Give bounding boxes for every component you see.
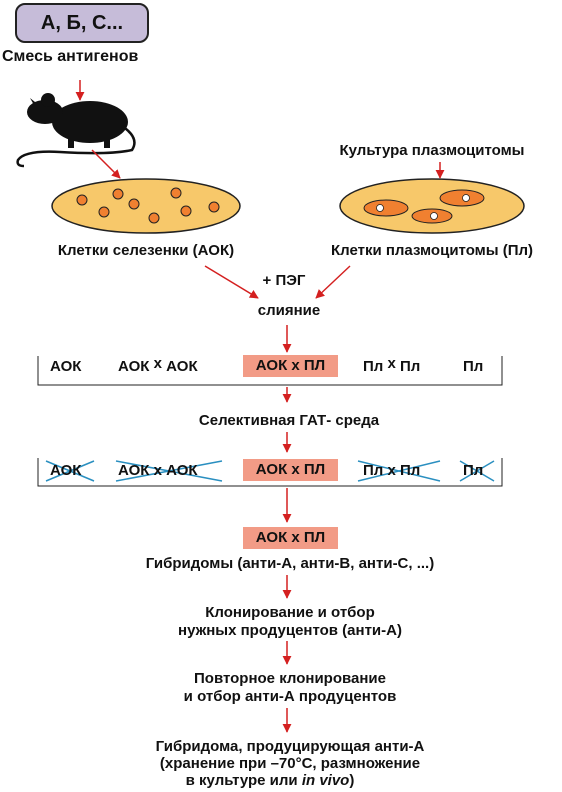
recloning-line-2: и отбор анти-А продуцентов bbox=[183, 688, 397, 705]
spleen-cells-label: Клетки селезенки (АОК) bbox=[57, 242, 235, 259]
row1-aok: АОК bbox=[50, 358, 82, 375]
row2-aok-pl-highlight: АОК x ПЛ bbox=[243, 459, 338, 481]
antigen-mixture-label: Смесь антигенов bbox=[2, 48, 139, 65]
cloning-line-2: нужных продуцентов (анти-А) bbox=[178, 622, 402, 639]
selected-hybrid-box: АОК x ПЛ bbox=[243, 527, 338, 549]
final-line-3-suffix: ) bbox=[349, 772, 355, 789]
flow-arrows bbox=[75, 80, 445, 733]
peg-label: + ПЭГ bbox=[262, 272, 306, 289]
row1-pl: Пл bbox=[463, 358, 484, 375]
recloning-line-1: Повторное клонирование bbox=[194, 670, 386, 687]
row2-pl-eliminated: Пл bbox=[463, 462, 484, 479]
row1-bracket bbox=[37, 356, 503, 386]
selective-medium-label: Селективная ГАТ- среда bbox=[198, 412, 380, 429]
final-line-3-prefix: в культуре или bbox=[185, 772, 302, 789]
row1-pl-pl-left: Пл bbox=[363, 358, 384, 375]
row1-aok-aok-x: x bbox=[153, 355, 162, 372]
row2-aok-aok-eliminated: АОК x АОК bbox=[118, 462, 198, 479]
hybridomas-label: Гибридомы (анти-А, анти-В, анти-С, ...) bbox=[145, 555, 435, 572]
plasmacytoma-culture-label: Культура плазмоцитомы bbox=[339, 142, 525, 159]
final-line-3: в культуре или in vivo) bbox=[186, 772, 355, 790]
row1-aok-aok-right: АОК bbox=[166, 358, 198, 375]
final-line-1: Гибридома, продуцирующая анти-А bbox=[155, 738, 425, 755]
row1-aok-aok: АОК x АОК bbox=[118, 355, 198, 376]
row1-aok-aok-left: АОК bbox=[118, 358, 150, 375]
row2-pl-pl-eliminated: Пл x Пл bbox=[363, 462, 421, 479]
row1-pl-pl: Пл x Пл bbox=[363, 355, 421, 376]
row1-pl-pl-right: Пл bbox=[400, 358, 421, 375]
plasmacytoma-dish bbox=[339, 178, 525, 234]
fusion-label: слияние bbox=[257, 302, 321, 319]
plasmacytoma-cells-label: Клетки плазмоцитомы (Пл) bbox=[330, 242, 534, 259]
row2-aok-eliminated: АОК bbox=[50, 462, 82, 479]
eliminated-crosses bbox=[45, 460, 495, 482]
row1-aok-pl-highlight: АОК x ПЛ bbox=[243, 355, 338, 377]
antigens-box: А, Б, С... bbox=[15, 3, 149, 43]
cloning-line-1: Клонирование и отбор bbox=[205, 604, 375, 621]
final-line-2: (хранение при –70°С, размножение bbox=[159, 755, 421, 772]
row2-bracket bbox=[37, 458, 503, 487]
spleen-dish bbox=[51, 178, 241, 234]
mouse-icon bbox=[16, 93, 136, 168]
final-line-3-italic: in vivo bbox=[301, 772, 350, 789]
row1-pl-pl-x: x bbox=[387, 355, 396, 372]
